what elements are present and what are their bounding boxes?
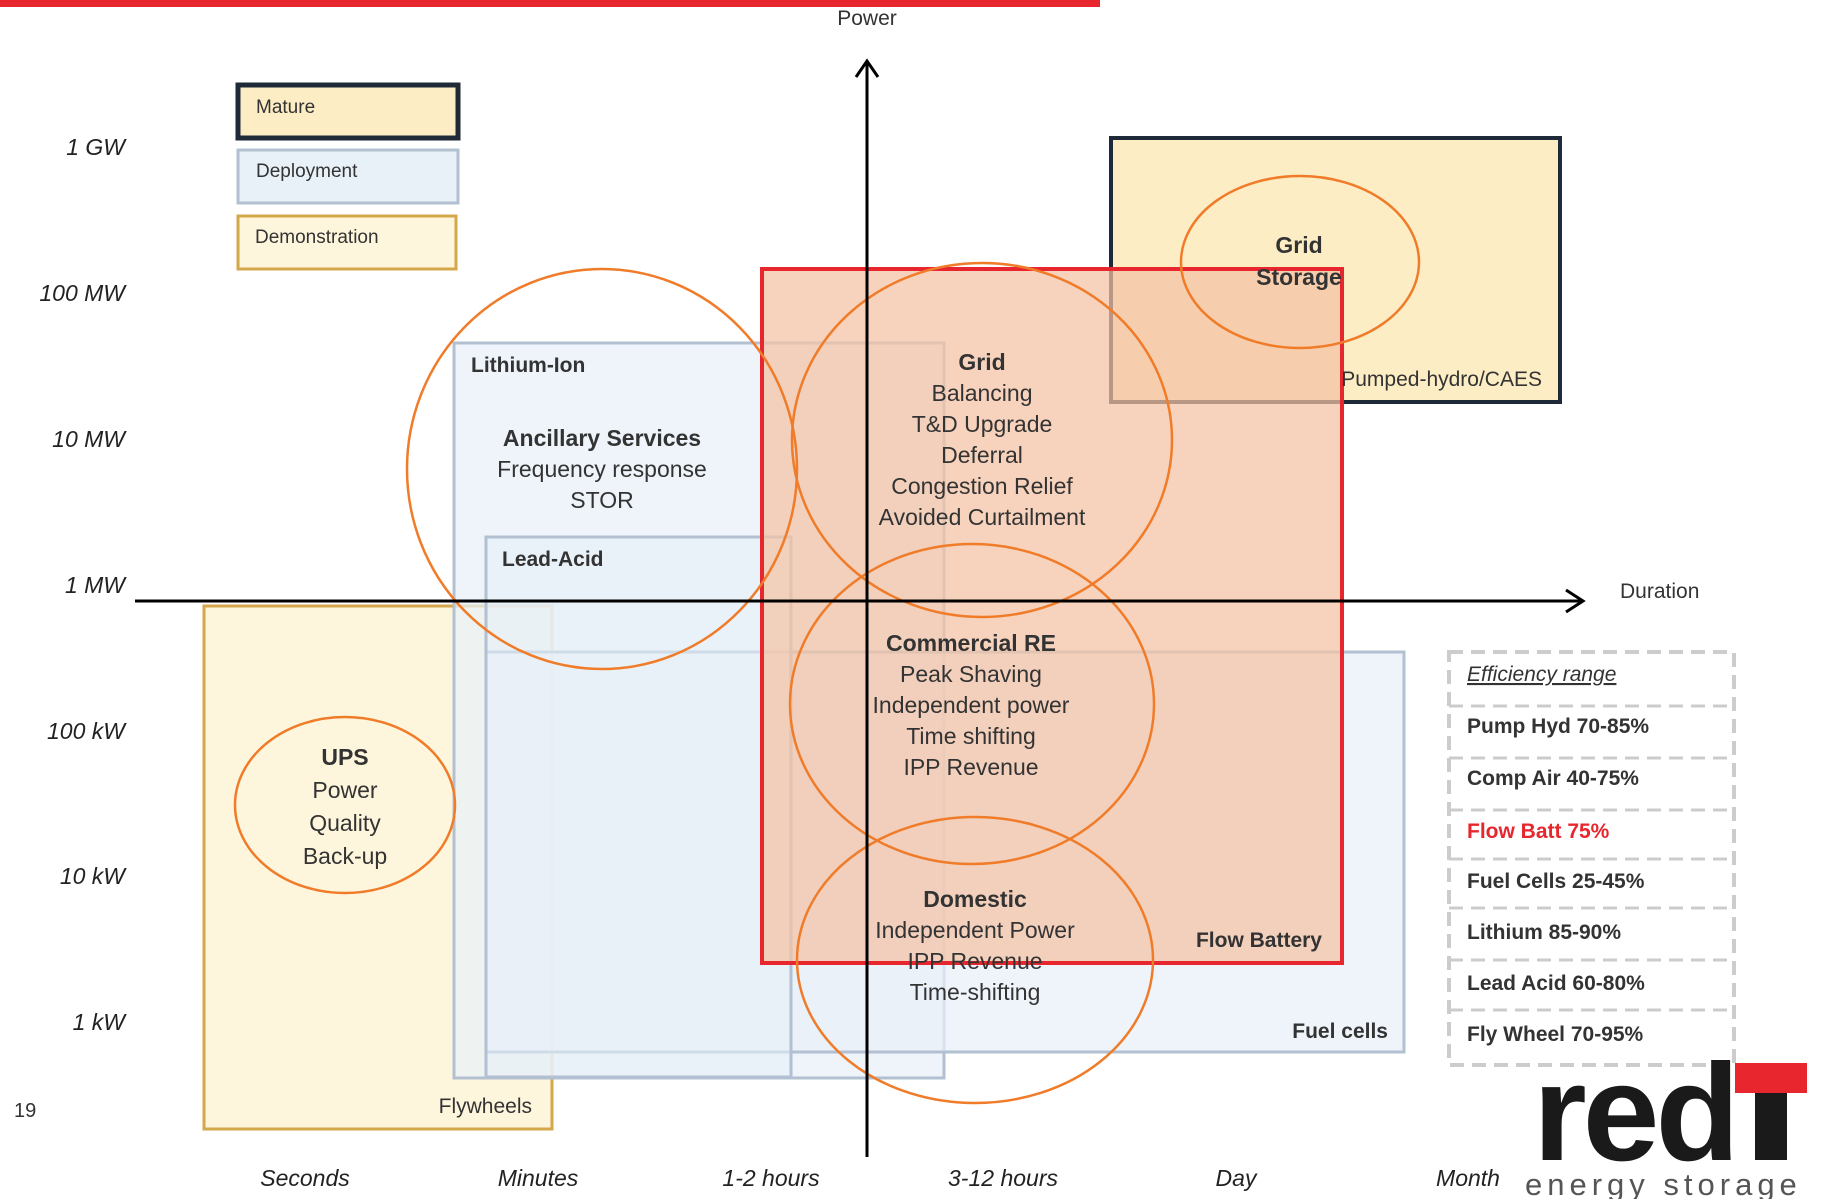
flywheels-label: Flywheels xyxy=(439,1095,532,1118)
ups-line: Quality xyxy=(309,810,381,836)
ancillary-line: Frequency response xyxy=(497,456,707,482)
logo-wordmark: red xyxy=(1533,1036,1736,1190)
grid-line: Avoided Curtailment xyxy=(879,504,1086,530)
efficiency-row: Fly Wheel 70-95% xyxy=(1467,1023,1644,1046)
ups-line: Back-up xyxy=(303,843,387,869)
ups-line: Power xyxy=(312,777,378,803)
fuel-cells-label: Fuel cells xyxy=(1292,1020,1388,1043)
logo-tagline: energy storage xyxy=(1525,1167,1802,1199)
y-tick-label: 10 MW xyxy=(52,426,127,452)
ups-circle xyxy=(233,715,457,895)
lithium-ion-label: Lithium-Ion xyxy=(471,354,585,377)
y-tick-label: 1 GW xyxy=(66,134,127,160)
legend-deployment-swatch xyxy=(236,148,460,205)
x-axis-arrowhead xyxy=(1565,588,1586,614)
grid-line: Congestion Relief xyxy=(891,473,1073,499)
ancillary-application: Ancillary Services Frequency response ST… xyxy=(497,425,707,513)
efficiency-title: Efficiency range xyxy=(1467,663,1616,686)
grid-line: Balancing xyxy=(931,380,1032,406)
y-tick-label: 1 MW xyxy=(65,572,127,598)
ancillary-title: Ancillary Services xyxy=(503,425,701,451)
x-tick-label: Month xyxy=(1436,1165,1500,1191)
grid-line: Deferral xyxy=(941,442,1023,468)
domestic-title: Domestic xyxy=(923,886,1027,912)
top-accent-bar xyxy=(0,0,1100,7)
y-tick-label: 10 kW xyxy=(60,863,127,889)
y-tick-label: 100 kW xyxy=(47,718,127,744)
commercial-application: Commercial RE Peak Shaving Independent p… xyxy=(873,630,1070,780)
legend-deployment-label: Deployment xyxy=(256,161,358,182)
ups-application: UPS Power Quality Back-up xyxy=(303,744,387,869)
efficiency-row: Pump Hyd 70-85% xyxy=(1467,715,1649,738)
y-axis-arrowhead xyxy=(854,58,880,78)
legend-demonstration-label: Demonstration xyxy=(255,227,379,248)
redt-logo: red energy storage xyxy=(1525,1036,1807,1199)
grid-application: Grid Balancing T&D Upgrade Deferral Cong… xyxy=(879,349,1086,530)
commercial-line: IPP Revenue xyxy=(903,754,1038,780)
maturity-legend: Mature Deployment Demonstration xyxy=(235,82,461,271)
legend-demonstration-swatch xyxy=(236,214,458,271)
ancillary-line: STOR xyxy=(570,487,633,513)
domestic-line: IPP Revenue xyxy=(907,948,1042,974)
grid-storage-line: Storage xyxy=(1256,264,1342,290)
domestic-line: Time-shifting xyxy=(910,979,1041,1005)
commercial-line: Independent power xyxy=(873,692,1070,718)
y-tick-label: 1 kW xyxy=(73,1009,128,1035)
x-tick-labels: Seconds Minutes 1-2 hours 3-12 hours Day… xyxy=(260,1165,1500,1191)
x-tick-label: Minutes xyxy=(498,1165,579,1191)
grid-line: T&D Upgrade xyxy=(912,411,1053,437)
flow-battery-label: Flow Battery xyxy=(1196,929,1322,952)
pumped-hydro-label: Pumped-hydro/CAES xyxy=(1341,368,1542,391)
domestic-line: Independent Power xyxy=(875,917,1075,943)
commercial-circle xyxy=(788,542,1156,866)
logo-t-mark xyxy=(1735,1063,1807,1160)
y-axis-title: Power xyxy=(837,7,897,30)
grid-storage-circle xyxy=(1179,174,1421,350)
domestic-circle xyxy=(795,815,1155,1105)
x-axis-title: Duration xyxy=(1620,580,1699,603)
ups-title: UPS xyxy=(321,744,368,770)
efficiency-row-highlight: Flow Batt 75% xyxy=(1467,820,1610,843)
grid-storage-title: Grid xyxy=(1275,232,1322,258)
grid-circle xyxy=(790,261,1174,619)
grid-storage-application: Grid Storage xyxy=(1256,232,1342,290)
y-tick-label: 100 MW xyxy=(39,280,127,306)
x-tick-label: Day xyxy=(1216,1165,1258,1191)
efficiency-row: Fuel Cells 25-45% xyxy=(1467,870,1645,893)
grid-title: Grid xyxy=(958,349,1005,375)
legend-mature-swatch xyxy=(235,82,461,141)
efficiency-panel: Efficiency range Pump Hyd 70-85% Comp Ai… xyxy=(1447,650,1736,1067)
ancillary-circle xyxy=(405,267,799,671)
efficiency-row: Lead Acid 60-80% xyxy=(1467,972,1645,995)
efficiency-row: Comp Air 40-75% xyxy=(1467,767,1639,790)
commercial-title: Commercial RE xyxy=(886,630,1056,656)
y-tick-labels: 1 GW 100 MW 10 MW 1 MW 100 kW 10 kW 1 kW xyxy=(39,134,127,1035)
legend-mature-label: Mature xyxy=(256,97,315,118)
domestic-application: Domestic Independent Power IPP Revenue T… xyxy=(875,886,1075,1005)
x-tick-label: Seconds xyxy=(260,1165,350,1191)
lead-acid-label: Lead-Acid xyxy=(502,548,604,571)
commercial-line: Peak Shaving xyxy=(900,661,1042,687)
efficiency-row: Lithium 85-90% xyxy=(1467,921,1621,944)
x-tick-label: 3-12 hours xyxy=(948,1165,1058,1191)
lead-acid-region xyxy=(484,535,793,1079)
commercial-line: Time shifting xyxy=(906,723,1036,749)
x-tick-label: 1-2 hours xyxy=(722,1165,820,1191)
page-number: 19 xyxy=(14,1100,36,1122)
